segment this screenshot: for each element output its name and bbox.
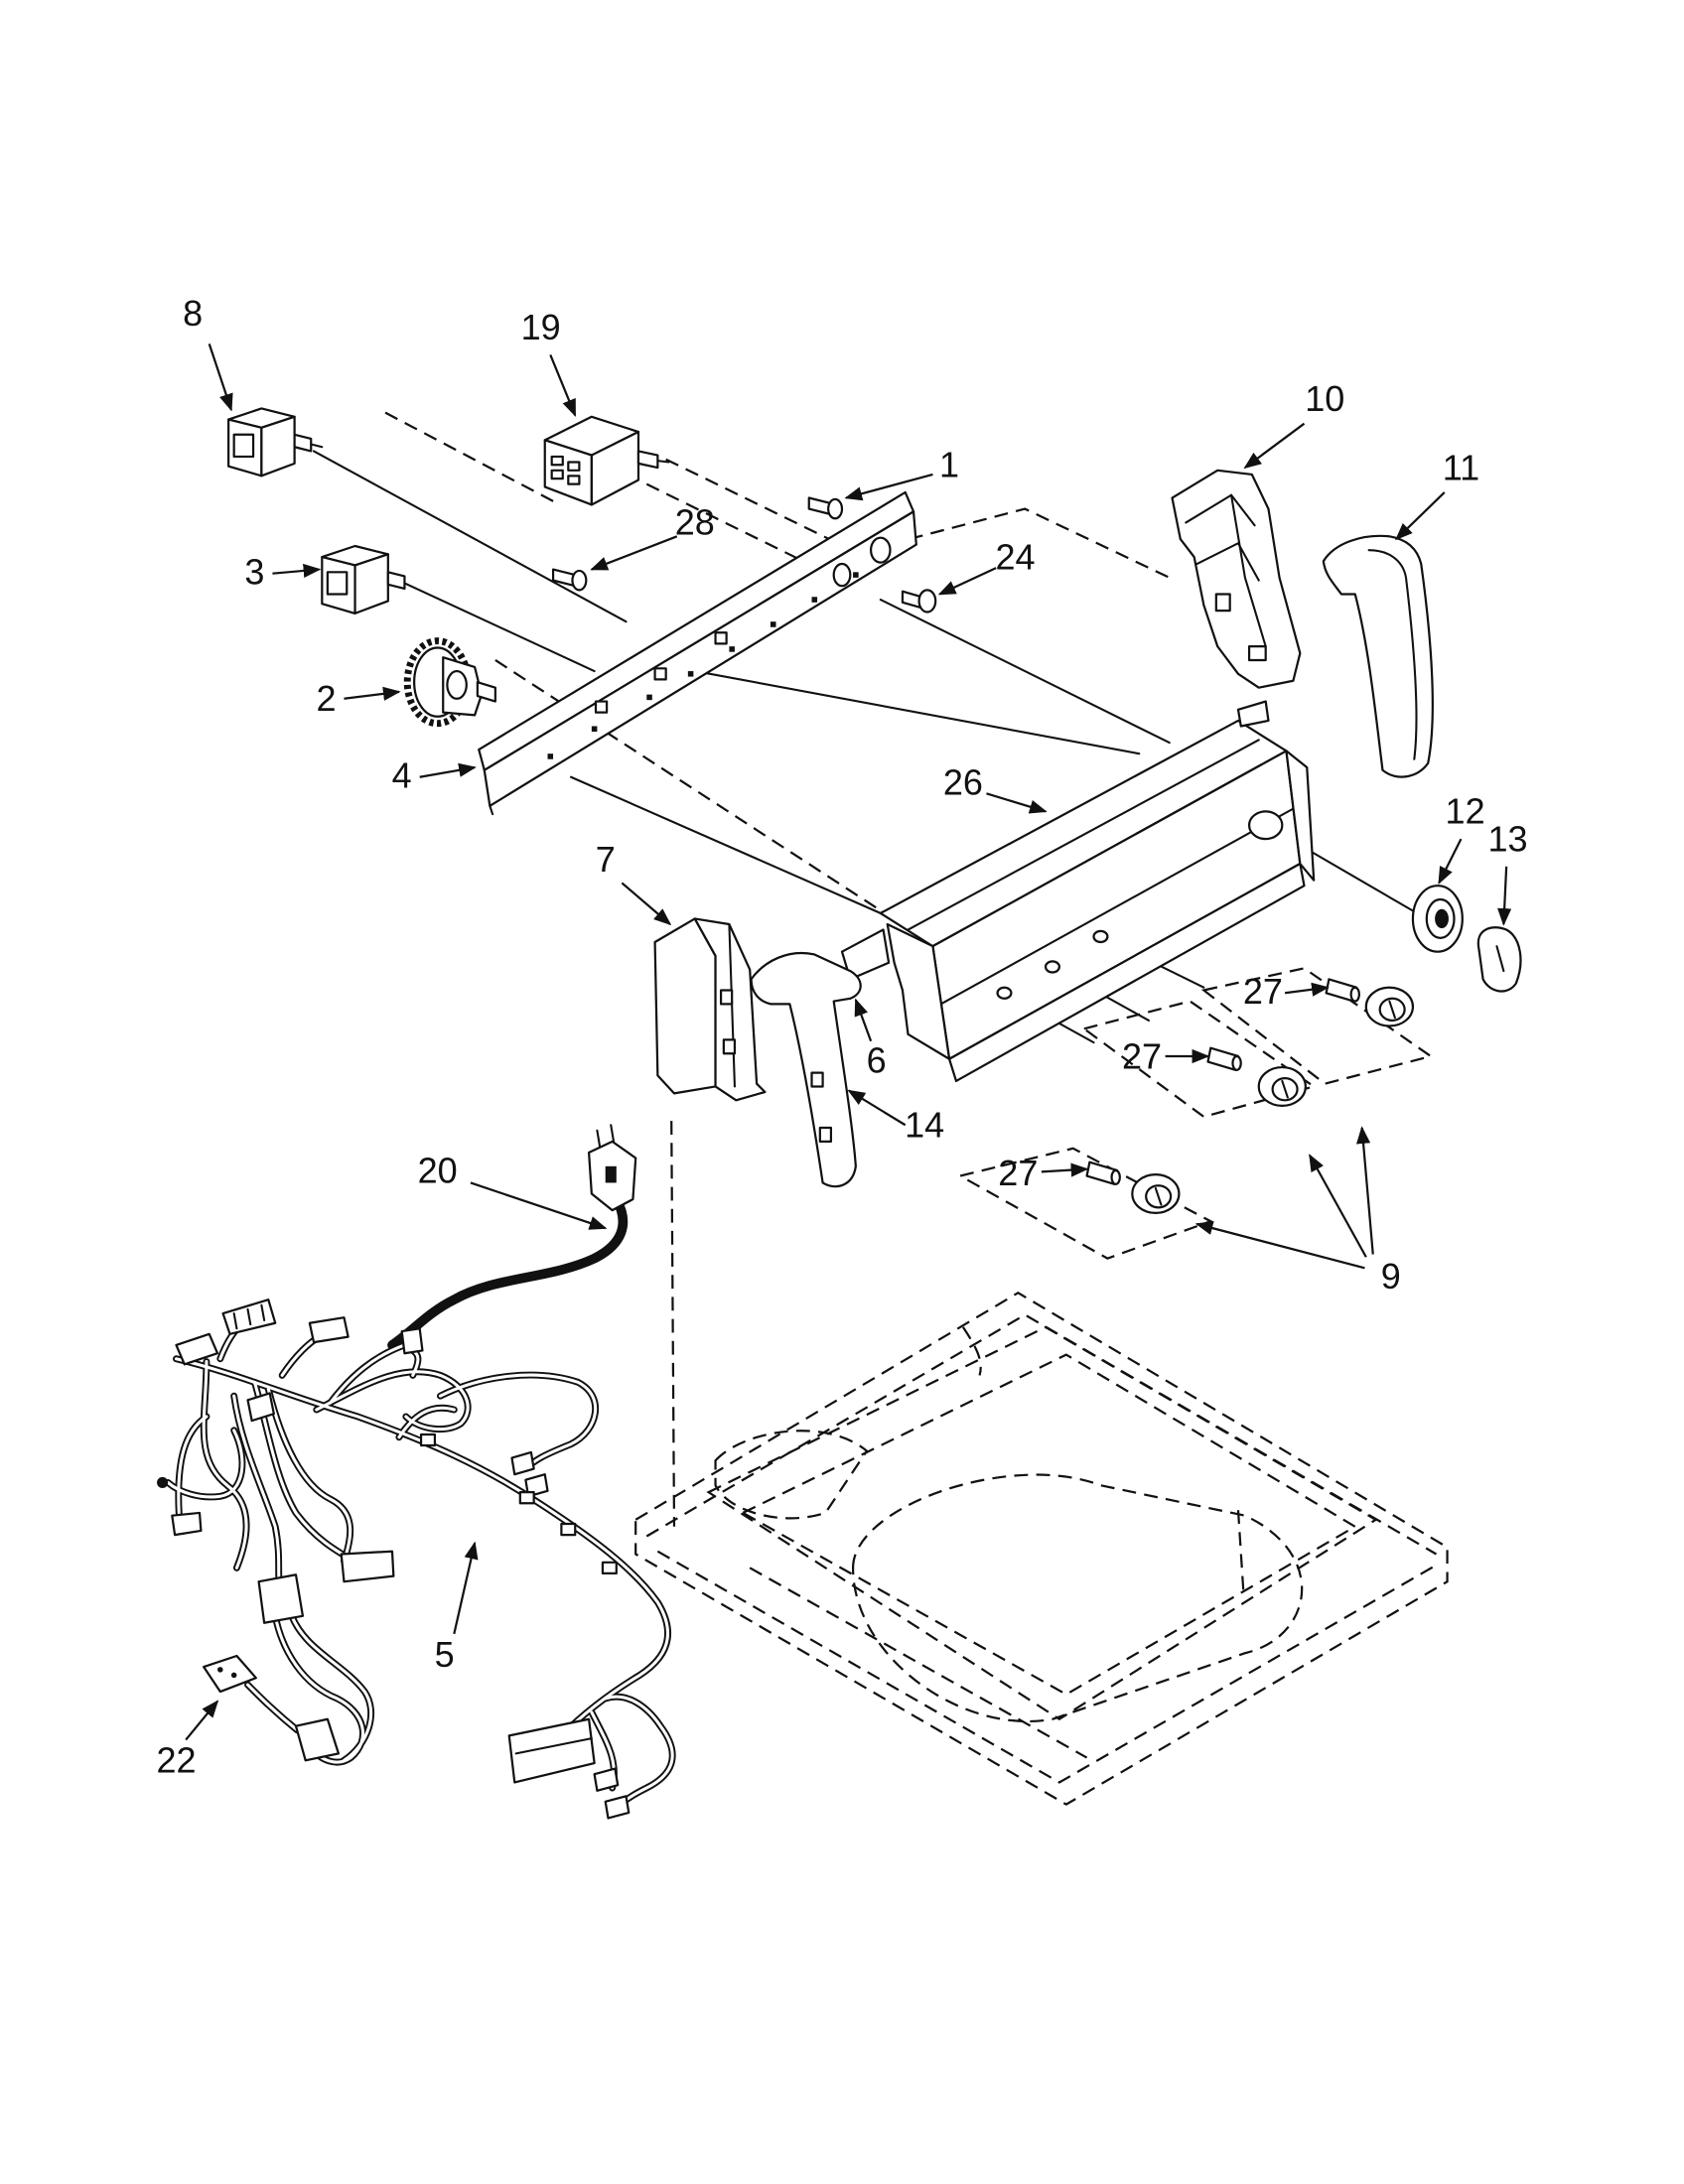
callout-arrow-10	[1243, 422, 1306, 470]
callout-22: 22	[156, 1740, 196, 1781]
callout-arrow-9-upper	[1355, 1126, 1374, 1255]
part-19-control-module	[543, 415, 670, 506]
callout-arrow-27-upper	[1284, 982, 1330, 997]
callout-arrow-28	[590, 535, 678, 571]
callout-7: 7	[596, 839, 616, 880]
callout-arrow-9-lower	[1194, 1221, 1365, 1270]
callout-27-middle: 27	[1122, 1035, 1162, 1076]
mount-reference-line	[670, 1121, 676, 1527]
callout-6: 6	[867, 1039, 887, 1080]
part-9-knob-lower	[1131, 1173, 1181, 1215]
callout-9: 9	[1381, 1256, 1401, 1297]
callout-arrow-12	[1438, 838, 1463, 886]
part-2-motor-switch	[403, 637, 496, 728]
callout-11: 11	[1443, 447, 1479, 487]
callout-1: 1	[939, 445, 959, 485]
part-20-power-cord	[387, 1124, 637, 1350]
callout-arrow-9-middle	[1309, 1154, 1367, 1258]
callout-26: 26	[943, 762, 983, 803]
callout-arrow-8	[208, 342, 233, 412]
part-27-spring-middle	[1206, 1046, 1242, 1071]
callout-12: 12	[1446, 791, 1485, 832]
callout-19: 19	[521, 307, 561, 347]
callout-arrow-13	[1497, 866, 1512, 926]
part-27-spring-lower	[1085, 1160, 1121, 1185]
callout-28: 28	[675, 502, 715, 543]
part-11-end-cap-cover	[1322, 534, 1434, 778]
callout-arrow-7	[621, 882, 672, 926]
part-22-sensor-board	[203, 1654, 257, 1694]
callout-arrow-20	[470, 1181, 608, 1230]
callout-arrow-3	[272, 563, 322, 579]
knob-group-middle	[1081, 1000, 1317, 1119]
callout-8: 8	[183, 293, 203, 334]
part-8-switch	[227, 407, 324, 478]
callout-arrow-4	[419, 762, 477, 778]
part-13-knob	[1476, 926, 1522, 993]
callout-arrow-5	[453, 1541, 479, 1635]
callout-3: 3	[244, 552, 264, 593]
part-28-screw	[551, 568, 588, 592]
part-4-control-bracket	[478, 490, 917, 816]
callout-20: 20	[418, 1150, 458, 1190]
callout-arrow-2	[344, 686, 401, 701]
callout-24: 24	[996, 536, 1036, 577]
part-5-wire-harness	[157, 1298, 672, 1820]
callout-13: 13	[1487, 818, 1527, 859]
callout-arrow-14	[847, 1089, 907, 1127]
part-1-screw	[807, 496, 844, 520]
callout-labels: 8 19 1 10 11 3 28 24 2 4 26 12 13 7 27 6…	[156, 293, 1527, 1780]
callout-arrows	[185, 342, 1512, 1741]
callout-27-upper: 27	[1243, 971, 1283, 1012]
part-3-switch	[321, 544, 406, 614]
callout-2: 2	[316, 678, 336, 719]
part-14-handle	[750, 952, 862, 1188]
callout-27-lower: 27	[998, 1153, 1038, 1193]
callout-arrow-1	[844, 473, 933, 501]
callout-arrow-26	[986, 792, 1048, 814]
part-10-end-cap-right	[1171, 469, 1302, 689]
knob-group-upper	[1200, 967, 1434, 1085]
callout-arrow-24	[937, 567, 997, 596]
part-7-end-cap-left	[653, 917, 767, 1102]
callout-arrow-6	[854, 998, 873, 1042]
callout-arrow-11	[1395, 491, 1446, 541]
callout-arrow-27-lower	[1041, 1162, 1089, 1177]
callout-arrow-19	[549, 354, 577, 418]
part-24-screw	[901, 589, 937, 614]
washer-top-outline	[634, 1291, 1449, 1806]
callout-4: 4	[392, 755, 412, 796]
part-9-knob-middle	[1257, 1065, 1307, 1107]
callout-14: 14	[905, 1105, 944, 1146]
part-27-spring-upper	[1325, 978, 1361, 1003]
part-9-knob-upper	[1364, 986, 1415, 1027]
callout-5: 5	[435, 1634, 455, 1675]
part-26-console	[840, 700, 1316, 1083]
part-12-knob-skirt	[1411, 885, 1464, 953]
callout-arrow-22	[185, 1700, 219, 1741]
callout-10: 10	[1305, 378, 1344, 419]
